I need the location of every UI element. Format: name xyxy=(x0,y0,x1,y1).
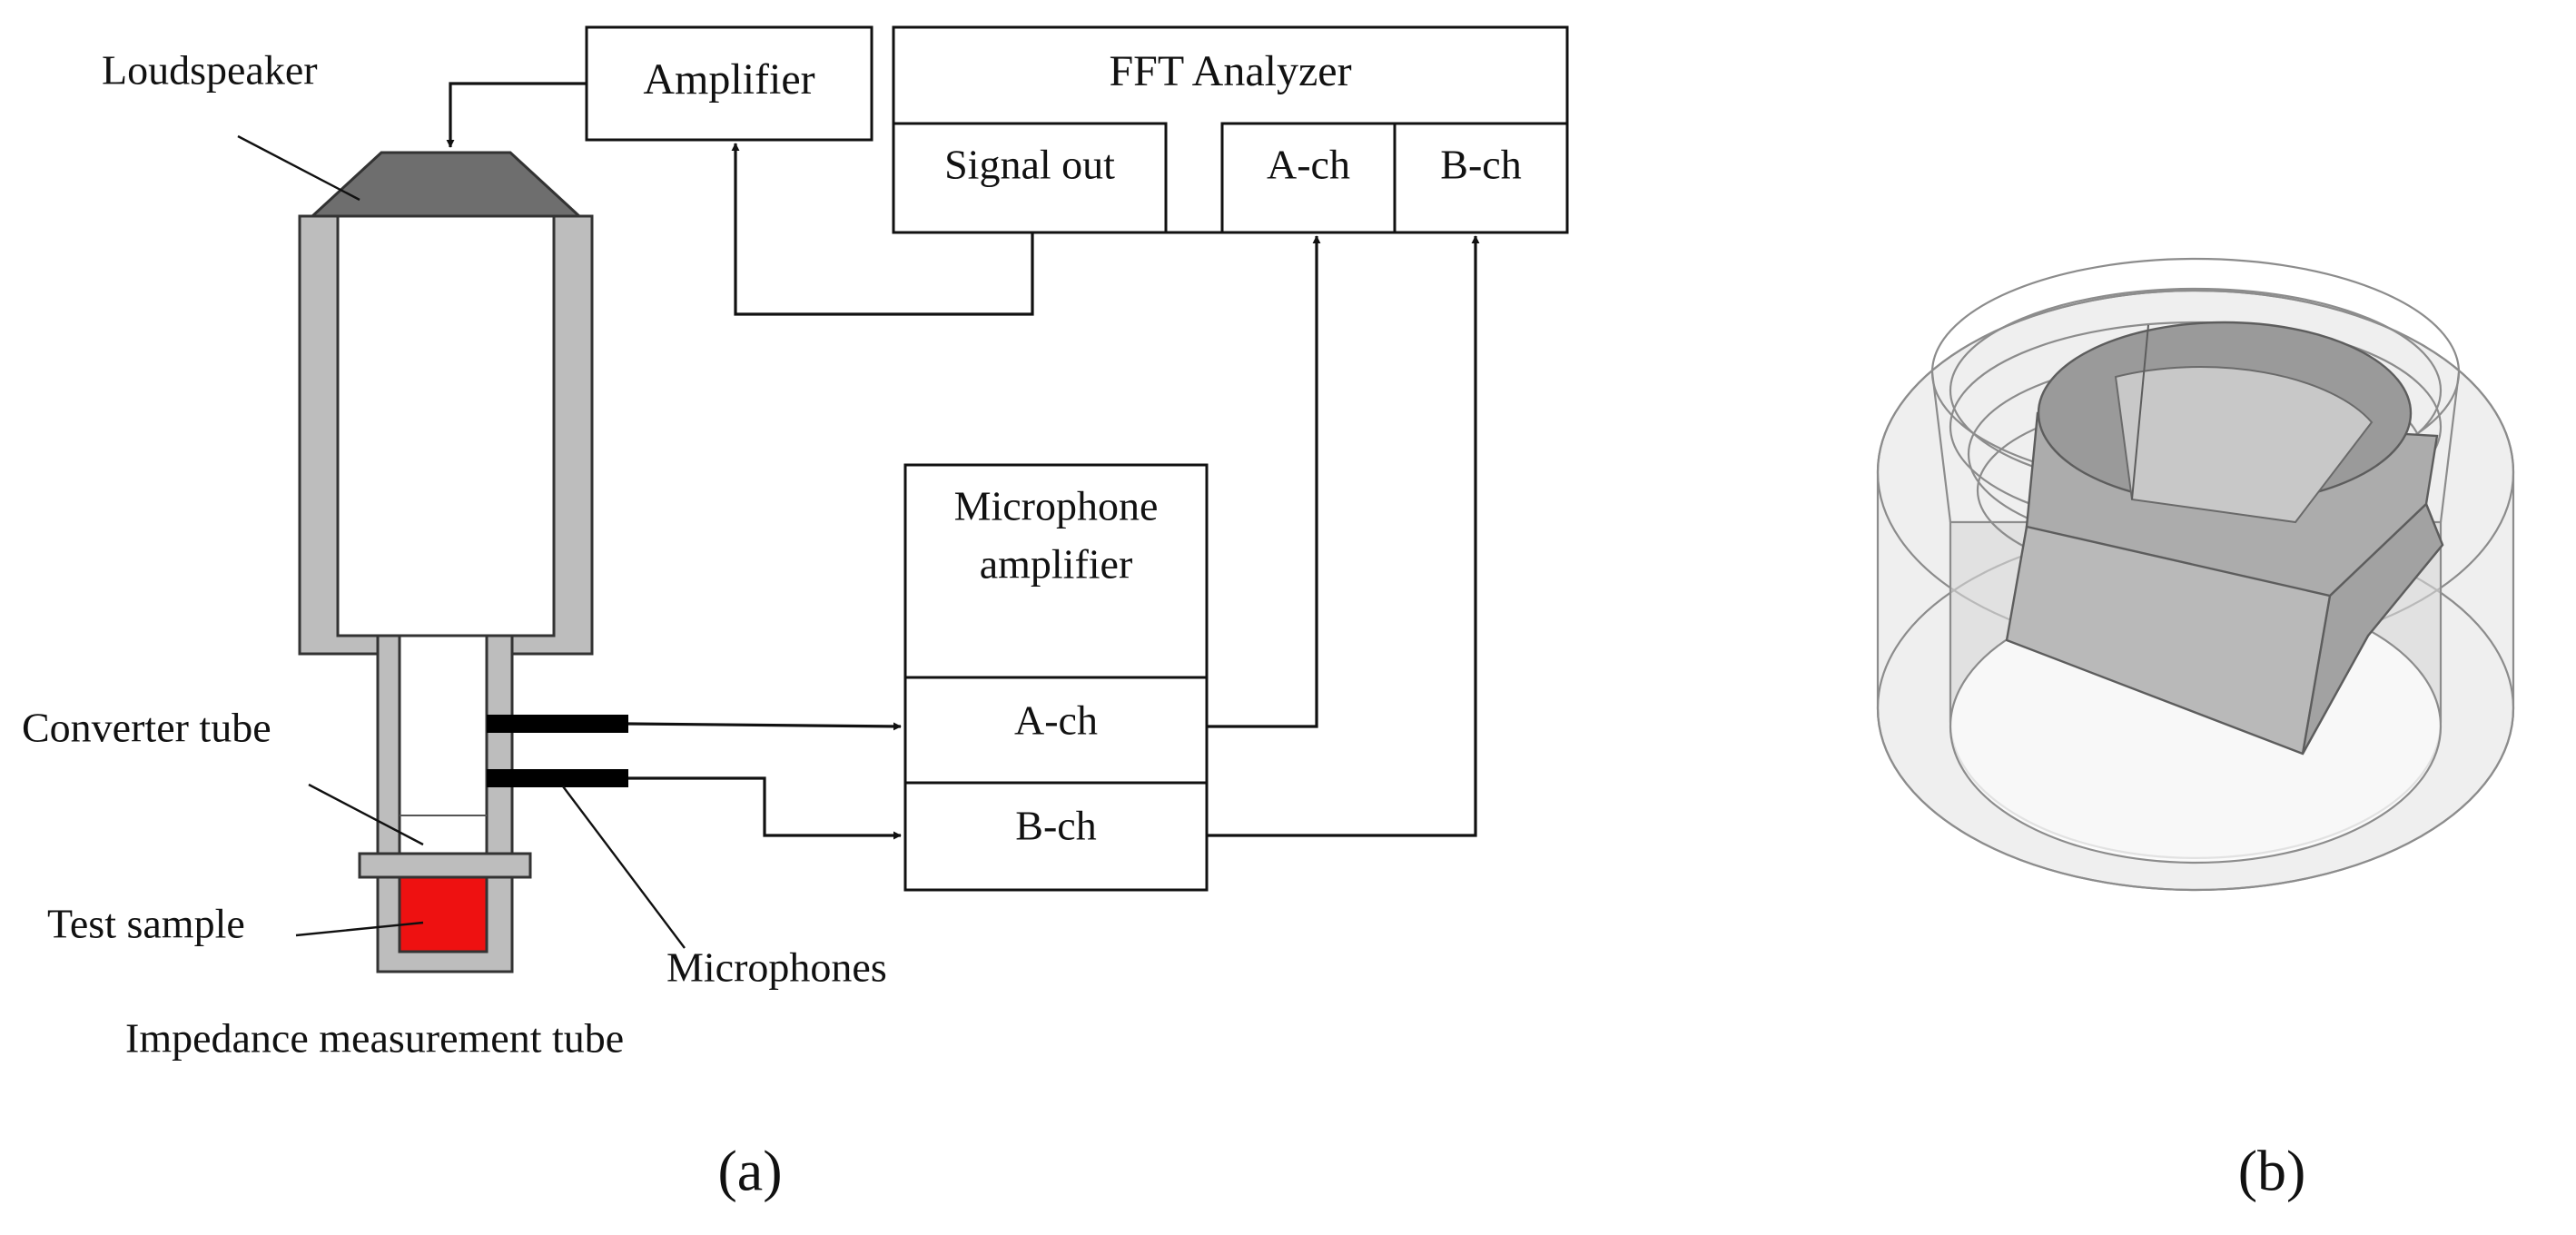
amplifier-box xyxy=(585,25,873,142)
loudspeaker-shape xyxy=(309,151,583,218)
microphone-b-shape xyxy=(487,769,628,787)
panel-b-caption: (b) xyxy=(2238,1139,2306,1203)
fft-a-ch-label: A-ch xyxy=(1267,142,1350,188)
ring-side-right xyxy=(2439,371,2461,523)
test-sample-leader xyxy=(295,921,424,937)
fft-b-ch-box xyxy=(1393,122,1569,234)
mic-amp-a-ch-box xyxy=(903,676,1209,785)
fft-a-ch-box xyxy=(1220,122,1397,234)
loudspeaker-leader xyxy=(237,134,360,202)
mic-amp-a-ch-label: A-ch xyxy=(1014,697,1098,744)
mic-amp-a-to-fft-a-wire xyxy=(1207,235,1321,728)
converter-tube-label: Converter tube xyxy=(22,705,271,751)
mic-amp-b-ch-label: B-ch xyxy=(1015,803,1096,849)
fft-signal-out-box xyxy=(892,122,1168,234)
converter-tube-leader xyxy=(308,783,424,846)
impedance-tube-label: Impedance measurement tube xyxy=(125,1015,624,1062)
tilted-insert-inner-wall xyxy=(2114,366,2374,524)
test-sample-shape xyxy=(398,875,489,953)
fft-analyzer-label: FFT Analyzer xyxy=(1109,47,1351,95)
mic-amplifier-label-line2: amplifier xyxy=(980,541,1133,588)
amplifier-label: Amplifier xyxy=(643,55,814,104)
fft-signal-out-label: Signal out xyxy=(944,142,1115,188)
tilted-insert-seam-left xyxy=(2131,324,2149,500)
microphone-a-shape xyxy=(487,715,628,733)
tilted-insert-seam-right xyxy=(2302,595,2331,755)
transparent-cylinder-model xyxy=(1876,257,2515,892)
mic-amp-b-to-fft-b-wire xyxy=(1207,235,1480,837)
fft-b-ch-label: B-ch xyxy=(1440,142,1521,188)
microphones-leader xyxy=(562,785,686,949)
signal-out-to-amplifier-wire xyxy=(731,143,1034,316)
impedance-tube-bore xyxy=(336,214,556,637)
panel-a: Amplifier FFT Analyzer Signal out A-ch B… xyxy=(22,25,1569,1203)
microphones-label: Microphones xyxy=(666,944,887,991)
loudspeaker-label: Loudspeaker xyxy=(102,47,318,94)
ring-side-left xyxy=(1930,371,1952,523)
amplifier-to-loudspeaker-wire xyxy=(446,82,587,148)
mic-amplifier-label-line1: Microphone xyxy=(954,483,1159,529)
microphone-amplifier: Microphone amplifier A-ch B-ch xyxy=(903,463,1209,892)
test-sample-label: Test sample xyxy=(47,901,245,947)
fft-analyzer: FFT Analyzer Signal out A-ch B-ch xyxy=(892,25,1569,234)
microphone-b-to-mic-amp-wire xyxy=(628,776,902,840)
panel-a-caption: (a) xyxy=(717,1139,782,1203)
converter-tube-flange xyxy=(358,852,532,879)
microphone-a-to-mic-amp-wire xyxy=(627,722,902,731)
panel-b: (b) xyxy=(1876,257,2515,1203)
